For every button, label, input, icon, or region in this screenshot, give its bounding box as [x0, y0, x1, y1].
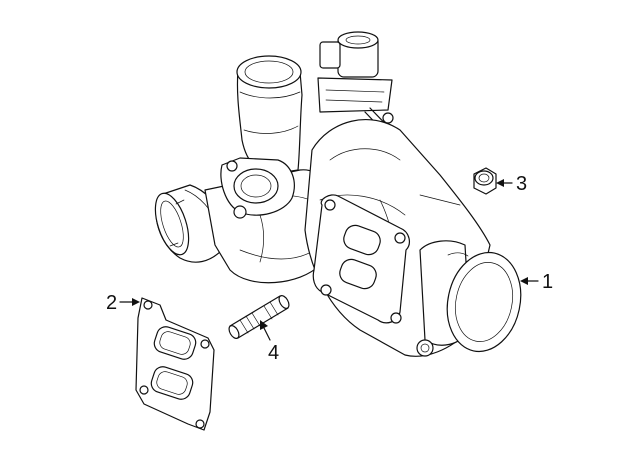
center-flange [220, 157, 295, 219]
nut-part [473, 167, 497, 195]
turbine-outlet [416, 240, 522, 357]
callout-2: 2 [106, 292, 140, 314]
gasket-part [135, 297, 215, 431]
turbocharger-part [154, 31, 522, 357]
outlet-tube [236, 55, 303, 175]
exhaust-flange [312, 194, 410, 324]
wastegate-actuator [317, 31, 437, 181]
callout-1: 1 [520, 271, 553, 293]
callout-4: 4 [260, 320, 279, 364]
callout-4-label: 4 [268, 342, 279, 364]
callout-1-label: 1 [542, 271, 553, 293]
callout-3-label: 3 [516, 173, 527, 195]
callout-2-label: 2 [106, 292, 117, 314]
callout-3: 3 [496, 173, 527, 195]
stud-part [228, 295, 290, 339]
